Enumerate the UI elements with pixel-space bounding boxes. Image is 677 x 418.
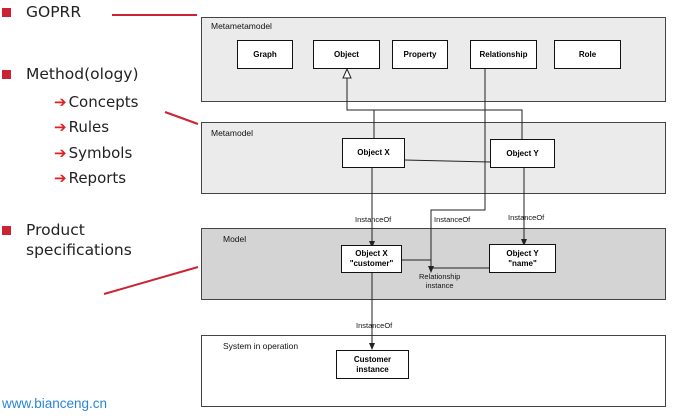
node-graph: Graph [237,40,293,69]
node-line: Object X [355,249,388,258]
node-line: "customer" [349,259,394,268]
node-object: Object [313,40,380,69]
arrow-right-icon: ➔ [54,169,67,187]
bullet-goprr: GOPRR [26,3,82,21]
node-role: Role [554,40,621,69]
node-line: Customer [353,354,392,364]
node-object-x: Object X [342,138,405,168]
node-property: Property [392,40,448,69]
arrowhead [521,239,527,246]
arrowhead [369,343,375,350]
layer-label: System in operation [223,341,299,351]
edge-label-relationship-instance: Relationship instance [419,272,460,290]
node-relationship: Relationship [470,40,537,69]
sub-item-symbols: ➔Symbols [54,144,132,162]
relation-line-model [402,259,489,269]
arrowhead [369,241,375,248]
pointer-line-product [103,266,199,295]
sub-item-concepts: ➔Concepts [54,93,138,111]
bullet-methodology: Method(ology) [26,65,139,83]
sub-item-label: Rules [68,118,110,136]
sub-item-reports: ➔Reports [54,169,126,187]
node-object-y: Object Y [490,139,555,168]
edge-label-instanceof-right: InstanceOf [508,213,545,222]
arrow-right-icon: ➔ [54,118,67,136]
bullet-marker-methodology [2,70,11,79]
bullet-marker-product [2,226,11,235]
edge-label-line: Relationship [419,272,461,281]
layer-model: Model [201,228,666,300]
relation-line-metamodel [403,159,491,163]
node-object-x-customer: Object X "customer" [341,245,402,273]
instanceof-line-relationship [430,69,486,269]
sub-item-label: Concepts [68,93,139,111]
generalization-arrowhead [342,67,352,79]
sub-item-label: Symbols [68,144,133,162]
bullet-product: Product [26,221,85,239]
arrow-right-icon: ➔ [54,93,67,111]
node-object-y-name: Object Y "name" [489,244,556,273]
edge-label-instanceof-bottom: InstanceOf [356,321,393,330]
node-line: Object Y [506,248,539,258]
node-customer-instance: Customer instance [336,350,409,379]
layer-metamodel: Metamodel [201,122,666,194]
node-line: instance [356,364,389,374]
layer-system-in-operation: System in operation [201,335,666,407]
node-line: "name" [508,258,537,268]
sub-item-label: Reports [68,169,127,187]
layer-label: Metamodel [211,128,254,138]
edge-label-line: instance [425,281,454,290]
arrow-right-icon: ➔ [54,144,67,162]
generalization-line-y [347,109,523,139]
generalization-line-x [346,78,375,138]
sub-item-rules: ➔Rules [54,118,109,136]
layer-label: Metametamodel [211,21,272,31]
bullet-marker-goprr [2,8,11,17]
layer-label: Model [223,234,247,244]
watermark: www.bianceng.cn [2,396,108,411]
pointer-line-methodology [164,111,199,125]
bullet-product-line2: specifications [26,241,132,259]
edge-label-instanceof-left: InstanceOf [355,215,392,224]
edge-label-instanceof-mid: InstanceOf [434,215,471,224]
